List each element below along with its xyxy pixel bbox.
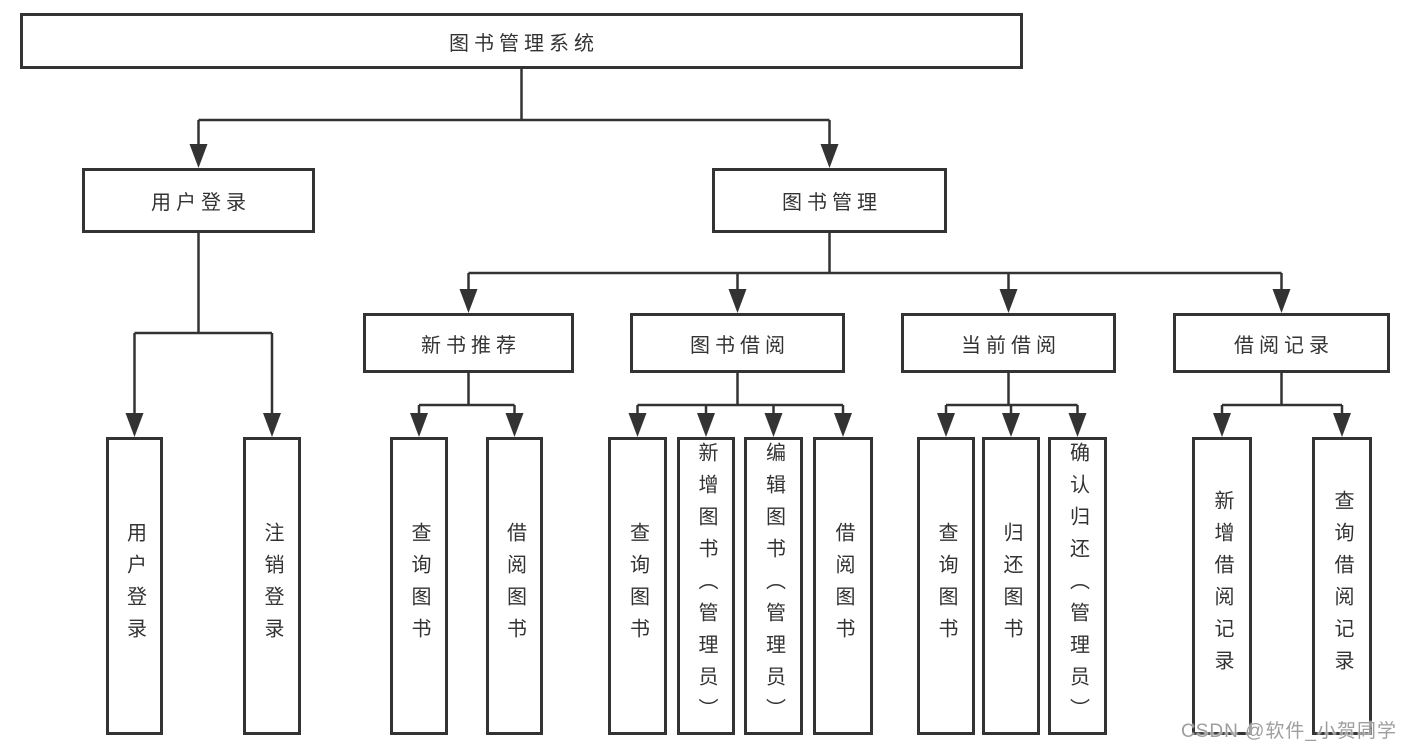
- arrow-down-icon: [820, 144, 839, 168]
- leaf-logout-label: 注销登录: [261, 522, 283, 650]
- arrow-down-icon: [459, 289, 478, 313]
- leaf-query-borrow-record-label: 查询借阅记录: [1331, 490, 1353, 682]
- arrow-down-icon: [728, 289, 747, 313]
- arrow-down-icon: [263, 413, 281, 437]
- arrow-down-icon: [764, 413, 783, 437]
- arrow-down-icon: [999, 289, 1018, 313]
- arrow-down-icon: [1213, 413, 1231, 437]
- leaf-edit-book-admin: 编辑图书（管理员）: [744, 437, 803, 735]
- connector-root-split: [197, 69, 831, 148]
- leaf-confirm-return-admin: 确认归还（管理员）: [1048, 437, 1107, 735]
- csdn-watermark: CSDN @软件_小贺同学: [1181, 721, 1397, 742]
- leaf-user-login-label: 用户登录: [123, 522, 146, 650]
- connector-login-split: [133, 233, 274, 418]
- leaf-add-borrow-record-label: 新增借阅记录: [1211, 490, 1233, 682]
- arrow-down-icon: [1002, 413, 1020, 437]
- leaf-borrow-books-label: 借阅图书: [832, 522, 854, 650]
- leaf-logout: 注销登录: [243, 437, 301, 735]
- connector-current-split: [944, 373, 1079, 418]
- connector-record-split: [1220, 373, 1344, 418]
- connector-newbook-split: [417, 373, 516, 418]
- node-new-book-recommend: 新书推荐: [363, 313, 574, 373]
- node-book-borrowing-label: 图书借阅: [690, 334, 790, 357]
- node-borrow-records: 借阅记录: [1173, 313, 1390, 373]
- leaf-query-borrow-record: 查询借阅记录: [1312, 437, 1372, 735]
- node-root-label: 图书管理系统: [449, 32, 599, 55]
- leaf-query-books-recommend-label: 查询图书: [408, 522, 430, 650]
- leaf-query-books-borrowing-label: 查询图书: [626, 522, 649, 650]
- node-book-management-label: 图书管理: [782, 192, 882, 214]
- arrow-down-icon: [189, 144, 208, 168]
- leaf-borrow-books-recommend-label: 借阅图书: [503, 522, 526, 650]
- leaf-return-book: 归还图书: [982, 437, 1040, 735]
- arrow-down-icon: [125, 413, 144, 437]
- node-borrow-records-label: 借阅记录: [1234, 334, 1334, 357]
- leaf-edit-book-admin-label: 编辑图书（管理员）: [762, 442, 785, 730]
- leaf-return-book-label: 归还图书: [1000, 522, 1022, 650]
- arrow-down-icon: [697, 413, 715, 437]
- leaf-query-books-recommend: 查询图书: [390, 437, 448, 735]
- node-current-borrowing-label: 当前借阅: [961, 334, 1061, 357]
- leaf-query-books-current-label: 查询图书: [935, 522, 957, 650]
- leaf-query-books-borrowing: 查询图书: [608, 437, 667, 735]
- leaf-add-book-admin: 新增图书（管理员）: [677, 437, 735, 735]
- leaf-add-borrow-record: 新增借阅记录: [1192, 437, 1252, 735]
- arrow-down-icon: [834, 413, 852, 437]
- arrow-down-icon: [1333, 413, 1351, 437]
- leaf-borrow-books: 借阅图书: [813, 437, 873, 735]
- node-book-management: 图书管理: [712, 168, 947, 233]
- leaf-add-book-admin-label: 新增图书（管理员）: [695, 442, 717, 730]
- leaf-borrow-books-recommend: 借阅图书: [486, 437, 543, 735]
- arrow-down-icon: [937, 413, 955, 437]
- node-user-login: 用户登录: [82, 168, 315, 233]
- node-new-book-recommend-label: 新书推荐: [421, 334, 521, 357]
- connector-stems: [133, 69, 1344, 418]
- arrow-down-icon: [410, 413, 428, 437]
- connector-borrow-split: [636, 373, 845, 418]
- leaf-confirm-return-admin-label: 确认归还（管理员）: [1066, 442, 1089, 730]
- leaf-query-books-current: 查询图书: [917, 437, 975, 735]
- node-user-login-label: 用户登录: [151, 192, 251, 214]
- arrow-down-icon: [1272, 289, 1291, 313]
- arrow-down-icon: [505, 413, 524, 437]
- node-current-borrowing: 当前借阅: [901, 313, 1116, 373]
- node-book-borrowing: 图书借阅: [630, 313, 845, 373]
- arrow-down-icons: [125, 144, 1351, 437]
- node-root: 图书管理系统: [20, 13, 1023, 69]
- arrow-down-icon: [628, 413, 647, 437]
- leaf-user-login: 用户登录: [106, 437, 163, 735]
- arrow-down-icon: [1068, 413, 1087, 437]
- connector-mgmt-split: [467, 233, 1283, 293]
